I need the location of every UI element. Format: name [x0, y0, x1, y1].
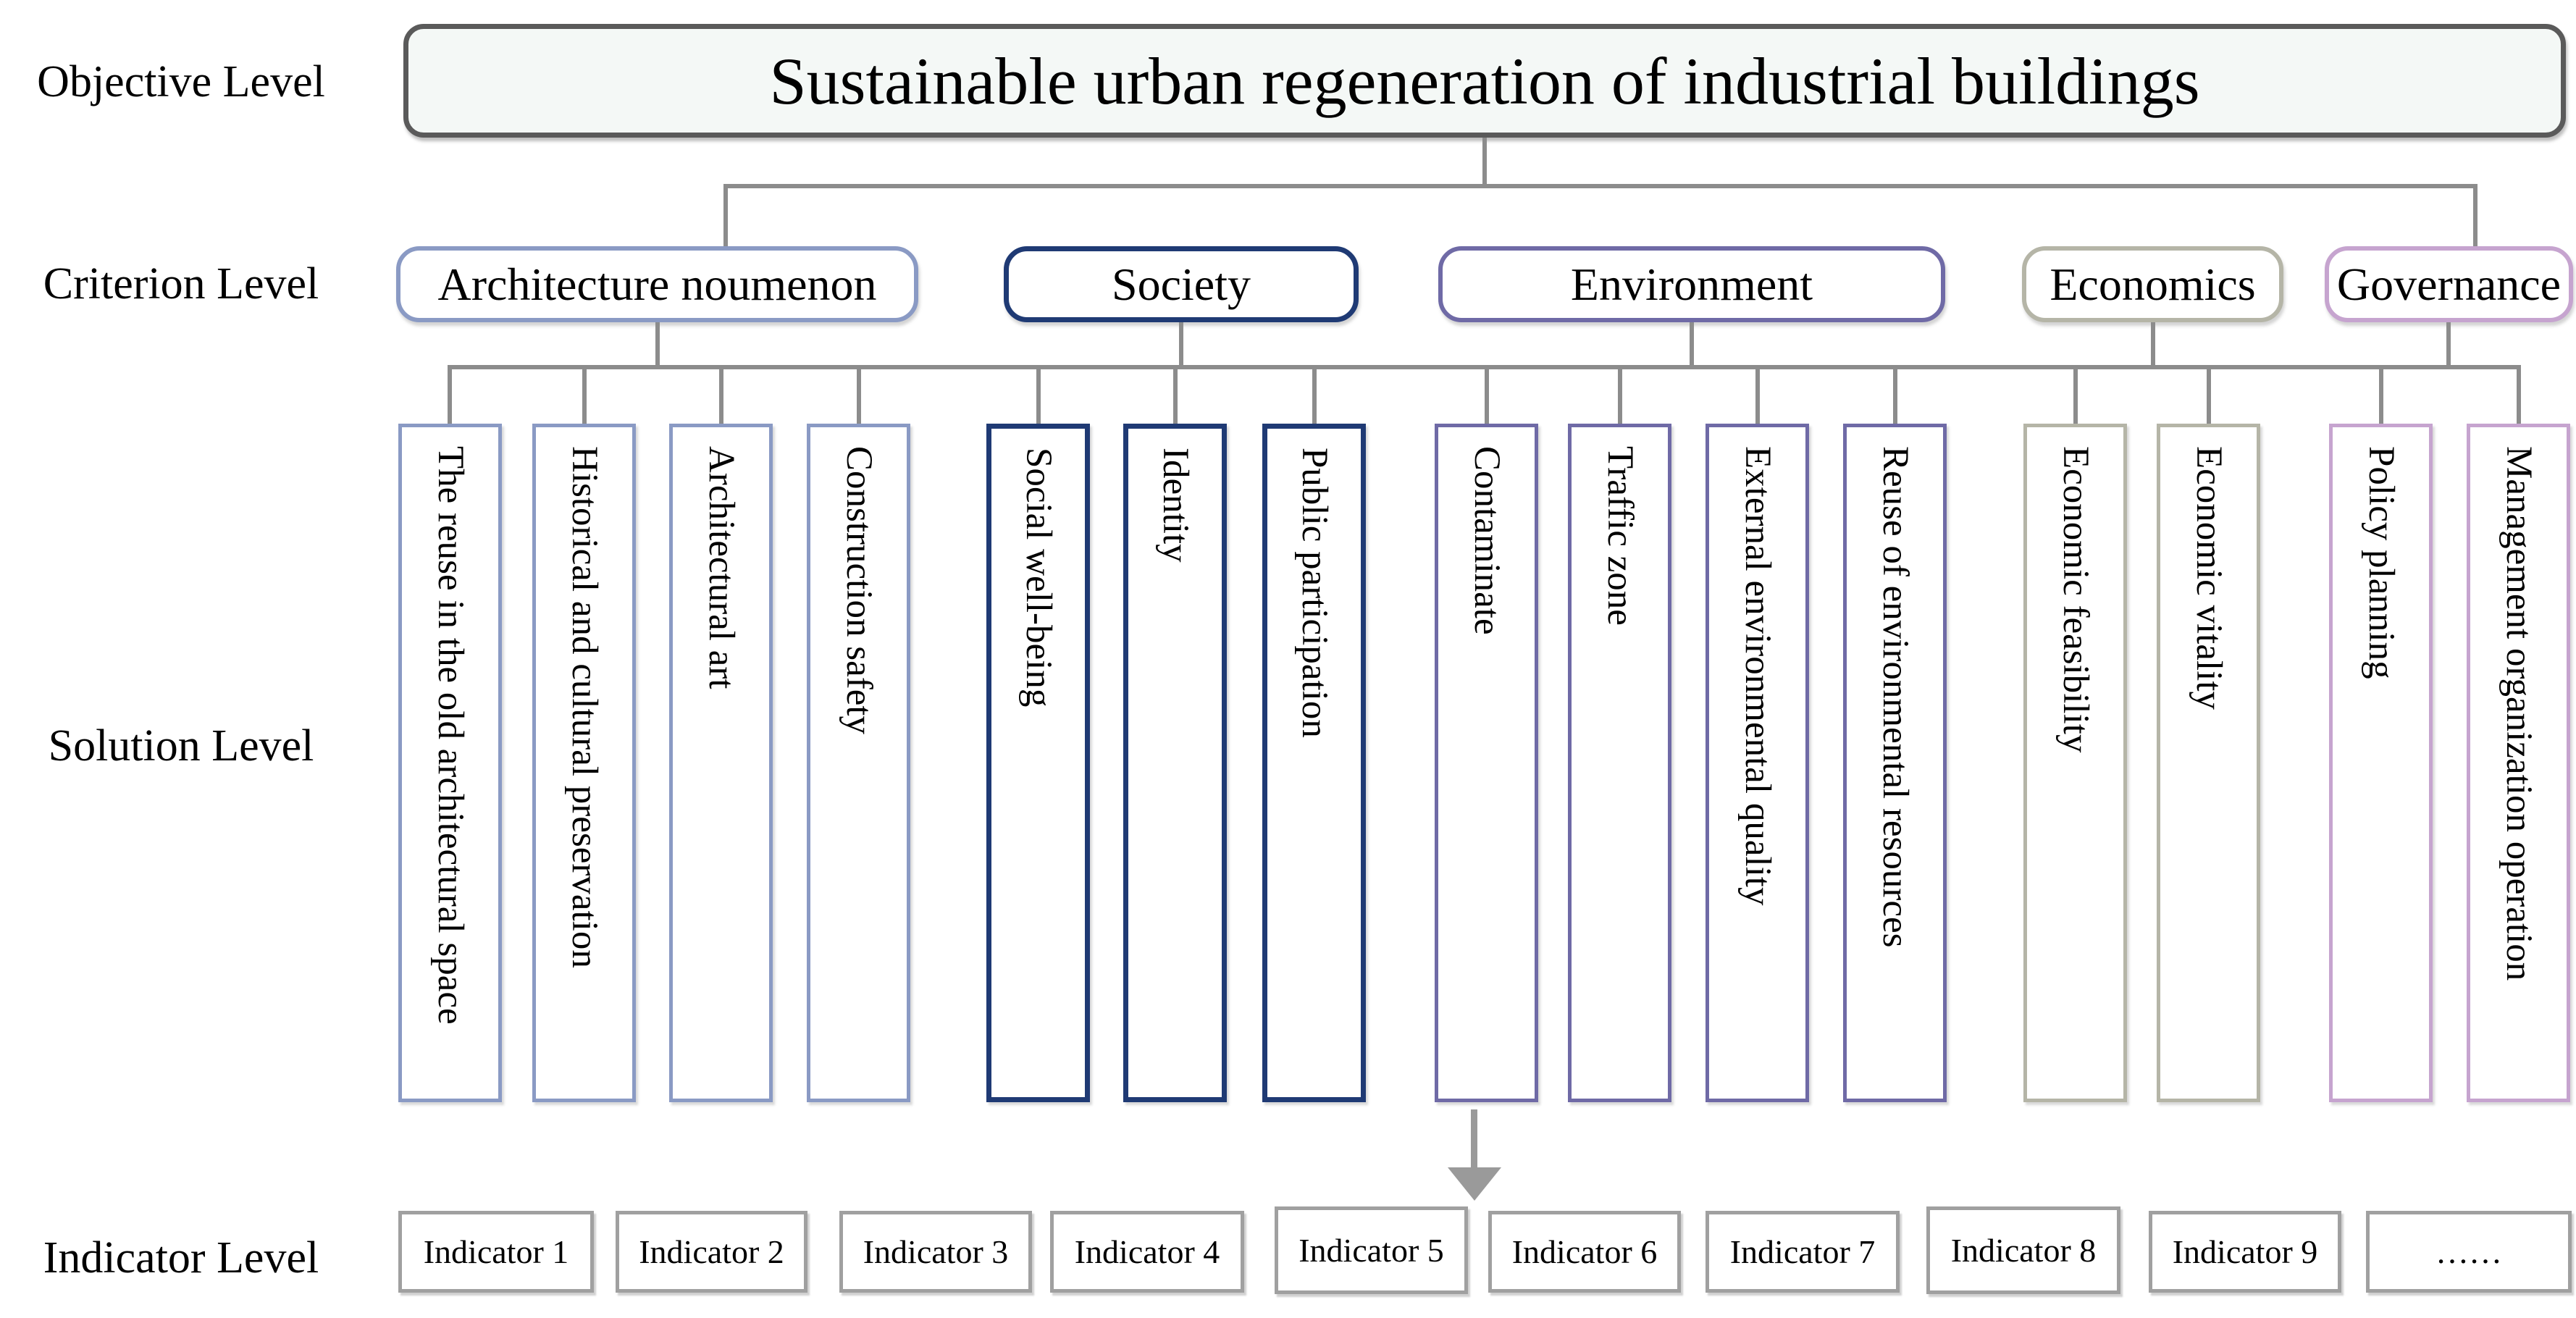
- connector-drop-environment: [1690, 322, 1694, 369]
- solution-box-external-env-quality: External environmental quality: [1706, 424, 1809, 1102]
- connector-sol-drop-9: [1618, 365, 1622, 424]
- solution-box-contaminate: Contaminate: [1435, 424, 1538, 1102]
- solution-label: Construction safety: [839, 446, 879, 735]
- connector-sol-drop-7: [1312, 365, 1317, 424]
- solution-box-policy-planning: Policy planning: [2329, 424, 2433, 1102]
- solution-label: Architectural art: [701, 446, 742, 689]
- solution-label: Identity: [1155, 448, 1196, 563]
- connector-sol-drop-10: [1755, 365, 1760, 424]
- indicator-label: Indicator 9: [2172, 1233, 2318, 1270]
- indicator-label: Indicator 5: [1299, 1232, 1444, 1269]
- solution-box-social-well-being: Social well-being: [986, 424, 1090, 1102]
- solution-box-reuse-env-resources: Reuse of environmental resources: [1843, 424, 1947, 1102]
- connector-drop-governance: [2446, 322, 2451, 369]
- connector-sol-drop-1: [448, 365, 452, 424]
- criterion-box-environment: Environment: [1438, 246, 1945, 322]
- connector-sol-drop-8: [1485, 365, 1489, 424]
- solution-label: External environmental quality: [1737, 446, 1778, 906]
- indicator-ellipsis-label: ……: [2436, 1233, 2502, 1270]
- criterion-box-society: Society: [1004, 246, 1359, 322]
- connector-drop-architecture: [655, 322, 660, 369]
- indicator-box-8: Indicator 8: [1926, 1206, 2120, 1294]
- solution-box-historical-preservation: Historical and cultural preservation: [532, 424, 636, 1102]
- connector-sol-drop-12: [2073, 365, 2078, 424]
- indicator-box-ellipsis: ……: [2366, 1211, 2572, 1293]
- indicator-label: Indicator 8: [1950, 1232, 2097, 1269]
- connector-criterion-bus: [723, 184, 2478, 188]
- connector-sol-drop-5: [1036, 365, 1041, 424]
- solution-box-reuse-old-space: The reuse in the old architectural space: [398, 424, 502, 1102]
- connector-sol-drop-3: [719, 365, 723, 424]
- connector-sol-drop-13: [2207, 365, 2211, 424]
- solution-label: Reuse of environmental resources: [1875, 446, 1916, 948]
- indicator-box-5: Indicator 5: [1275, 1206, 1468, 1294]
- solution-label: Social well-being: [1018, 448, 1059, 708]
- indicator-box-6: Indicator 6: [1488, 1211, 1681, 1293]
- connector-sol-drop-15: [2517, 365, 2521, 424]
- objective-title-text: Sustainable urban regeneration of indust…: [769, 43, 2200, 118]
- solution-label: Traffic zone: [1600, 446, 1640, 626]
- connector-sol-drop-14: [2379, 365, 2383, 424]
- indicator-label: Indicator 4: [1074, 1233, 1220, 1270]
- down-arrow-icon: [1448, 1167, 1501, 1201]
- criterion-level-label: Criterion Level: [43, 259, 319, 308]
- connector-sol-drop-6: [1173, 365, 1178, 424]
- connector-criterion-drop-left: [723, 184, 728, 248]
- solution-label: Management organization operation: [2499, 446, 2539, 981]
- solution-box-public-participation: Public participation: [1262, 424, 1366, 1102]
- solution-box-architectural-art: Architectural art: [669, 424, 773, 1102]
- indicator-box-7: Indicator 7: [1706, 1211, 1900, 1293]
- connector-sol-drop-11: [1893, 365, 1897, 424]
- criterion-label-environment: Environment: [1570, 258, 1813, 310]
- criterion-label-society: Society: [1112, 258, 1251, 310]
- connector-sol-drop-4: [857, 365, 861, 424]
- solution-box-construction-safety: Construction safety: [807, 424, 910, 1102]
- solution-label: The reuse in the old architectural space: [430, 446, 471, 1025]
- objective-title-box: Sustainable urban regeneration of indust…: [403, 24, 2566, 138]
- indicator-label: Indicator 3: [863, 1233, 1009, 1270]
- connector-drop-society: [1179, 322, 1183, 369]
- criterion-box-architecture: Architecture noumenon: [396, 246, 918, 322]
- solution-label: Policy planning: [2361, 446, 2401, 679]
- solution-box-economic-feasibility: Economic feasibility: [2023, 424, 2127, 1102]
- solution-box-traffic-zone: Traffic zone: [1568, 424, 1671, 1102]
- solution-level-label: Solution Level: [48, 721, 314, 771]
- indicator-label: Indicator 6: [1511, 1233, 1658, 1270]
- solution-label: Historical and cultural preservation: [564, 446, 605, 968]
- connector-criterion-drop-right: [2473, 184, 2478, 248]
- solution-label: Economic vitality: [2189, 446, 2229, 710]
- criterion-box-economics: Economics: [2022, 246, 2283, 322]
- connector-sol-drop-2: [582, 365, 587, 424]
- solution-box-management-operation: Management organization operation: [2467, 424, 2570, 1102]
- indicator-box-9: Indicator 9: [2149, 1211, 2341, 1293]
- criterion-box-governance: Governance: [2325, 246, 2573, 322]
- indicator-box-1: Indicator 1: [398, 1211, 594, 1293]
- indicator-label: Indicator 2: [639, 1233, 784, 1270]
- connector-drop-economics: [2151, 322, 2155, 369]
- solution-label: Contaminate: [1467, 446, 1507, 635]
- criterion-label-architecture: Architecture noumenon: [437, 258, 877, 310]
- indicator-box-2: Indicator 2: [616, 1211, 807, 1293]
- objective-level-label: Objective Level: [37, 57, 325, 106]
- down-arrow-shaft: [1471, 1109, 1477, 1171]
- solution-box-identity: Identity: [1123, 424, 1227, 1102]
- solution-label: Economic feasibility: [2055, 446, 2096, 753]
- indicator-label: Indicator 7: [1729, 1233, 1876, 1270]
- indicator-label: Indicator 1: [423, 1233, 569, 1270]
- solution-label: Public participation: [1294, 448, 1335, 738]
- solution-box-economic-vitality: Economic vitality: [2157, 424, 2260, 1102]
- indicator-box-4: Indicator 4: [1050, 1211, 1244, 1293]
- indicator-box-3: Indicator 3: [839, 1211, 1032, 1293]
- criterion-label-economics: Economics: [2050, 258, 2256, 310]
- criterion-label-governance: Governance: [2336, 258, 2562, 310]
- indicator-level-label: Indicator Level: [43, 1233, 319, 1283]
- connector-title-drop: [1482, 138, 1487, 186]
